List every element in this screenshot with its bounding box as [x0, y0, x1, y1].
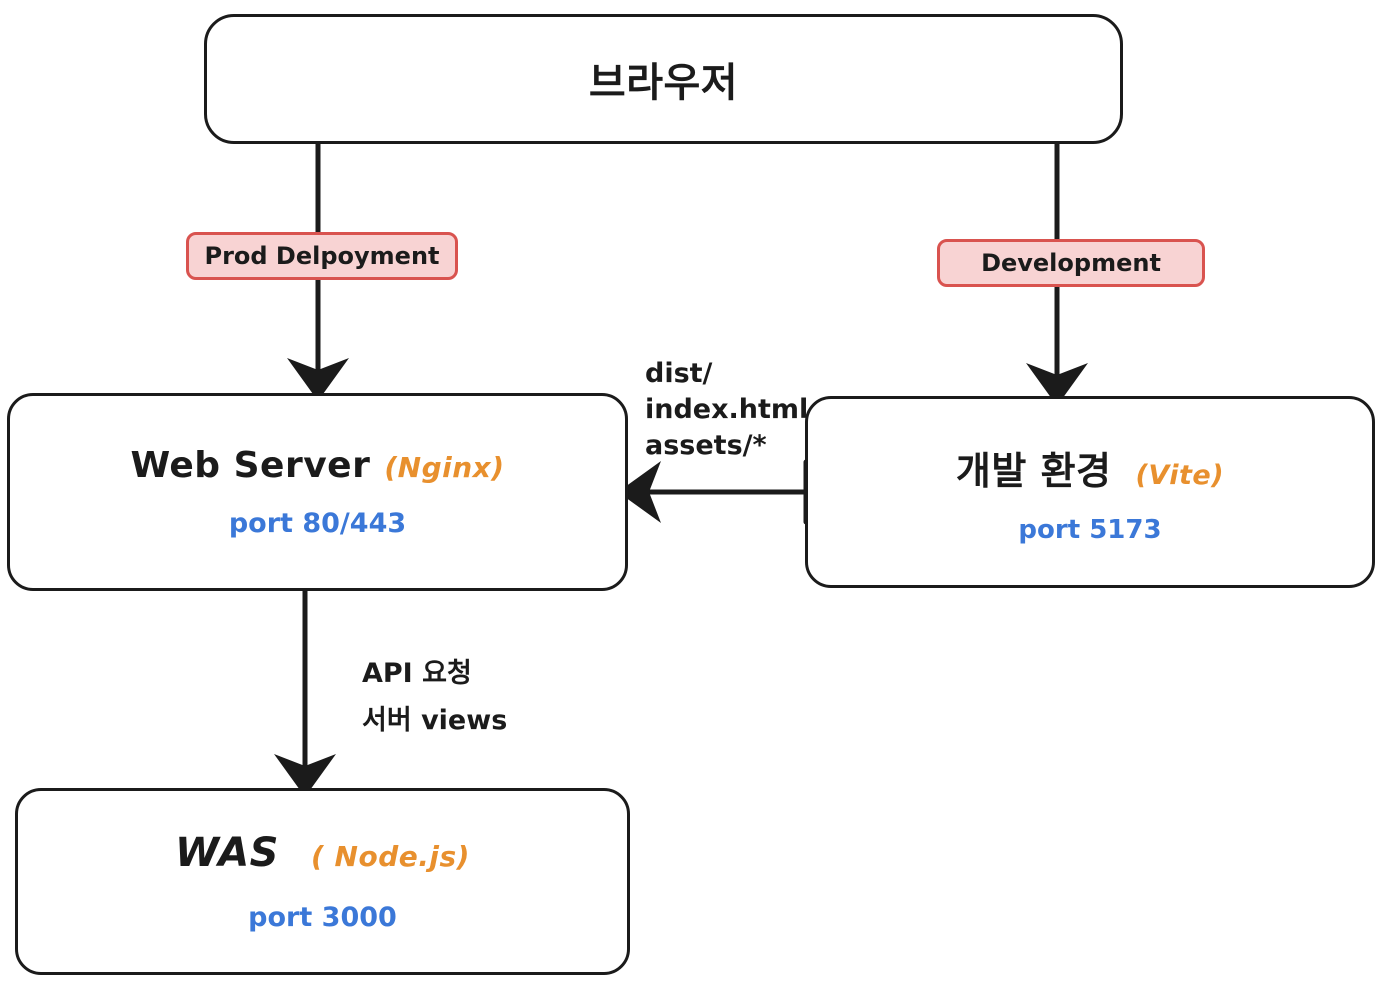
edge-label-api-request-line1: API 요청 [362, 658, 472, 689]
node-was-port: port 3000 [248, 902, 397, 933]
edge-label-api-request: API 요청 서버 views [362, 650, 507, 745]
badge-development[interactable]: Development [937, 239, 1205, 287]
node-browser-label: 브라우저 [588, 60, 739, 106]
node-browser-title: 브라우저 [589, 50, 738, 108]
node-web-server-tech: (Nginx) [384, 451, 505, 484]
node-web-server[interactable]: Web Server (Nginx) port 80/443 [7, 393, 628, 591]
edge-dev-to-webserver [617, 459, 809, 525]
node-web-server-port: port 80/443 [228, 508, 407, 539]
node-was-tech: ( Node.js) [311, 840, 470, 873]
node-dev-environment-port: port 5173 [1018, 514, 1162, 545]
edge-label-build-output-line3: assets/* [645, 429, 767, 461]
node-dev-environment-label: 개발 환경 [955, 448, 1112, 493]
node-was-label: WAS [175, 830, 279, 876]
node-web-server-title: Web Server (Nginx) [130, 445, 504, 486]
edge-label-build-output-line1: dist/ [645, 358, 713, 389]
node-dev-environment[interactable]: 개발 환경 (Vite) port 5173 [805, 396, 1375, 588]
node-dev-environment-tech: (Vite) [1135, 459, 1225, 491]
badge-prod-deployment[interactable]: Prod Delpoyment [186, 232, 458, 280]
edge-label-api-request-line2: 서버 views [362, 705, 508, 737]
edge-label-build-output: dist/ index.html assets/* [645, 356, 808, 464]
node-web-server-label: Web Server [130, 445, 371, 486]
node-was[interactable]: WAS ( Node.js) port 3000 [15, 788, 630, 975]
node-dev-environment-title: 개발 환경 (Vite) [956, 440, 1224, 495]
edge-label-build-output-line2: index.html [645, 393, 809, 425]
node-was-title: WAS ( Node.js) [175, 830, 470, 876]
node-browser[interactable]: 브라우저 [204, 14, 1123, 144]
